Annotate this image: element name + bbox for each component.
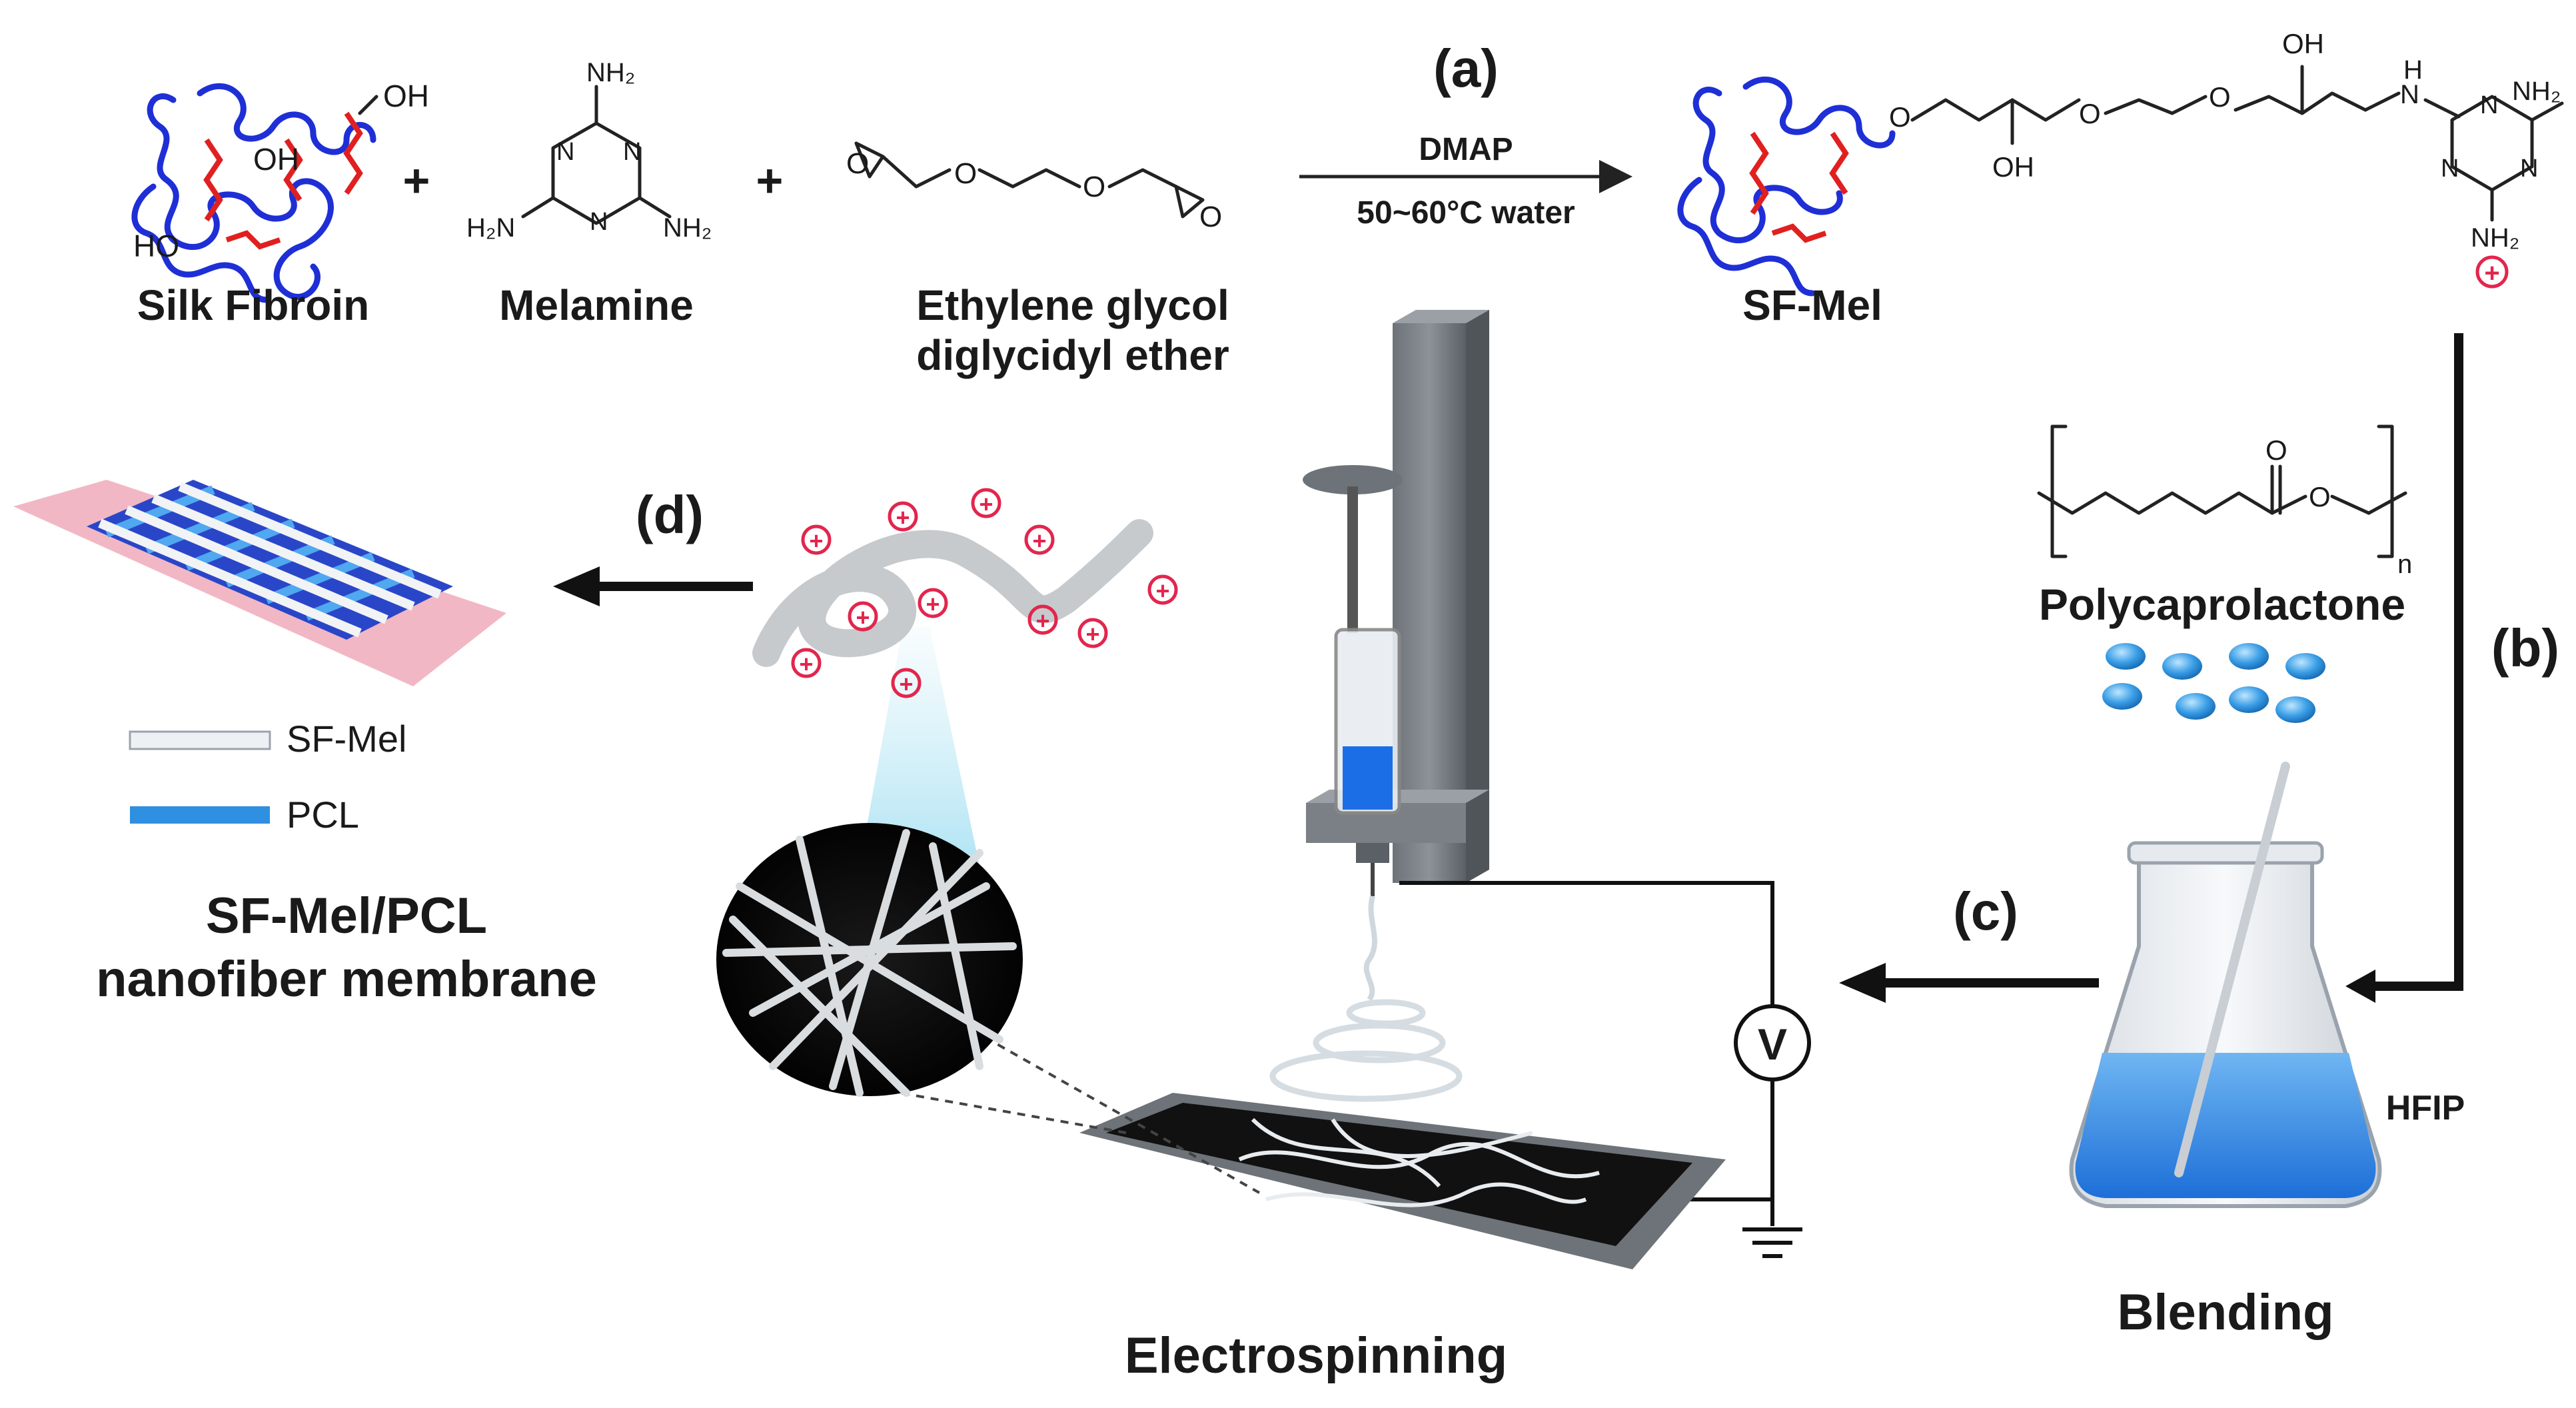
legend-swatch-sf-mel: [129, 730, 271, 750]
svg-text:+: +: [799, 650, 813, 678]
membrane-title-line2: nanofiber membrane: [96, 951, 597, 1008]
oh-label-2: OH: [253, 142, 299, 177]
melamine-nh2-right: NH₂: [663, 213, 712, 243]
pcl-subscript-n: n: [2397, 550, 2412, 579]
egde-o-3: O: [1083, 171, 1105, 203]
step-d-arrowhead: [553, 566, 600, 606]
sf-mel-structure: [1677, 65, 2564, 297]
sf-mel-oh-1: OH: [1992, 151, 2034, 183]
sf-mel-label: SF-Mel: [1742, 281, 1882, 329]
sf-mel-oh-2: OH: [2282, 28, 2324, 59]
positive-charge-sign: +: [2484, 259, 2499, 288]
svg-text:+: +: [1155, 577, 1169, 604]
fiber-positive-charges: + + + + + + + + + + +: [791, 488, 1178, 698]
electrospinning-apparatus: [1269, 310, 1489, 1102]
pcl-structure: [2037, 424, 2407, 558]
step-a-label: (a): [1433, 39, 1499, 98]
svg-text:+: +: [1085, 620, 1099, 648]
egde-label-line2: diglycidyl ether: [916, 331, 1229, 379]
ground-icon: [1742, 1227, 1802, 1258]
egde-structure: [854, 141, 1205, 219]
egde-label-line1: Ethylene glycol: [916, 281, 1229, 329]
melamine-n3: N: [590, 208, 608, 236]
sem-fiber-image: [716, 823, 1023, 1097]
conditions-label: 50~60°C water: [1357, 195, 1575, 231]
silk-fibroin-label: Silk Fibroin: [137, 281, 369, 329]
sf-mel-n-link: N: [2400, 80, 2419, 109]
pcl-carbonyl-o: O: [2265, 434, 2287, 466]
step-c-label: (c): [1953, 882, 2018, 941]
svg-text:+: +: [1032, 527, 1046, 554]
silk-fibroin-structure: [131, 83, 378, 303]
collector-plate: [1079, 1093, 1726, 1269]
legend-label-sf-mel: SF-Mel: [287, 718, 406, 760]
svg-text:+: +: [979, 490, 993, 518]
branch-b-connector: [2372, 333, 2463, 991]
branch-b-arrowhead: [2345, 970, 2375, 1003]
step-d-label: (d): [636, 485, 704, 544]
legend-swatch-pcl: [130, 806, 270, 824]
melamine-n1: N: [556, 138, 574, 166]
egde-o-1: O: [846, 147, 869, 180]
sf-mel-nh2-right: NH₂: [2512, 77, 2561, 106]
melamine-n2: N: [623, 138, 641, 166]
sf-mel-o-1: O: [1889, 101, 1911, 133]
catalyst-label: DMAP: [1419, 132, 1513, 167]
svg-text:+: +: [896, 504, 910, 531]
sf-mel-o-3: O: [2209, 81, 2231, 113]
voltage-label: V: [1758, 1020, 1787, 1069]
sf-mel-nh2-bottom: NH₂: [2471, 223, 2519, 253]
svg-text:+: +: [899, 670, 913, 698]
zoom-beam: [860, 626, 979, 866]
svg-text:+: +: [926, 590, 940, 618]
sf-mel-o-2: O: [2079, 98, 2101, 129]
pcl-pellets-icon: [2102, 643, 2325, 723]
melamine-structure: [521, 85, 672, 225]
membrane-title-line1: SF-Mel/PCL: [206, 888, 487, 944]
oh-label-1: OH: [383, 79, 429, 113]
sf-mel-h-link: H: [2403, 55, 2423, 85]
ho-label: HO: [133, 229, 179, 263]
blending-label: Blending: [2117, 1284, 2333, 1341]
egde-o-2: O: [954, 157, 977, 190]
plus-sign-2: +: [756, 155, 784, 207]
svg-text:+: +: [809, 527, 823, 554]
nanofiber-membrane-illustration: [13, 480, 506, 686]
svg-text:+: +: [856, 604, 870, 631]
positive-charge-icon: [2475, 255, 2509, 289]
sf-mel-ring-n1: N: [2480, 91, 2498, 119]
plus-sign-1: +: [403, 155, 430, 207]
step-c-arrowhead: [1839, 963, 1886, 1003]
legend-label-pcl: PCL: [287, 794, 359, 836]
hfip-label: HFIP: [2386, 1089, 2465, 1127]
circuit-wire-top: [1399, 881, 1774, 1006]
melamine-h2n: H₂N: [466, 213, 515, 243]
melamine-label: Melamine: [499, 281, 694, 329]
erlenmeyer-flask-icon: [2069, 762, 2382, 1208]
polycaprolactone-label: Polycaprolactone: [2039, 580, 2405, 629]
pcl-ester-o: O: [2309, 481, 2331, 512]
sf-mel-ring-n2: N: [2441, 155, 2459, 183]
electrospinning-label: Electrospinning: [1125, 1327, 1507, 1384]
step-b-label: (b): [2491, 618, 2559, 678]
svg-text:+: +: [1035, 607, 1049, 634]
melamine-nh2-top: NH₂: [586, 58, 635, 87]
charged-fiber-illustration: [752, 519, 1153, 667]
sf-mel-ring-n3: N: [2520, 155, 2538, 183]
egde-o-4: O: [1199, 201, 1222, 233]
